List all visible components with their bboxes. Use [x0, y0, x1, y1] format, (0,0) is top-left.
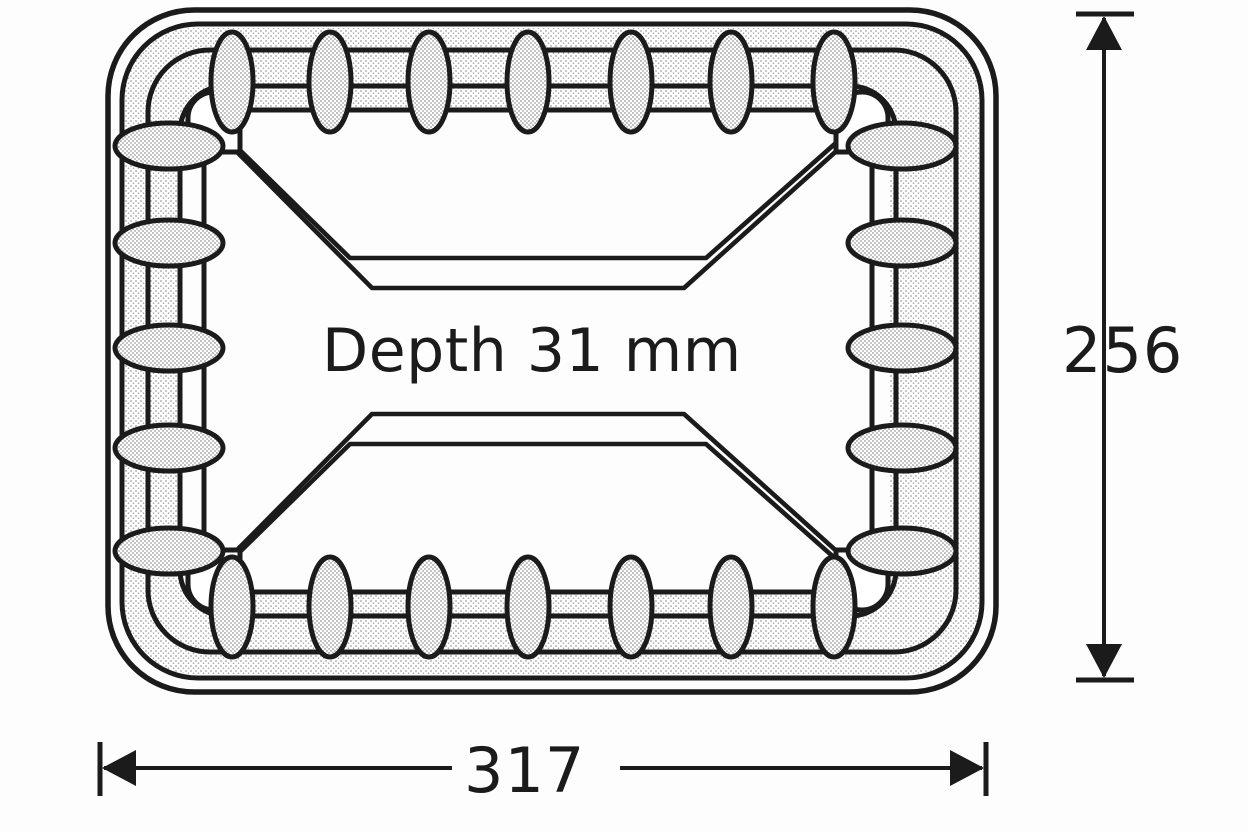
width-dimension: 317 [97, 734, 989, 807]
cavity-lower-outline [205, 411, 866, 586]
rib-right-3 [845, 322, 959, 374]
rib-right-2 [845, 217, 959, 269]
height-arrow-up-icon [1086, 16, 1122, 50]
rib-left-3 [112, 322, 226, 374]
left-rib-group [112, 120, 226, 577]
cavity-upper-outline [205, 116, 866, 291]
rib-left-5 [112, 525, 226, 577]
rib-top-4 [504, 29, 552, 135]
tray-outer-contour [105, 7, 999, 695]
height-dimension-label: 256 [1062, 314, 1183, 387]
rib-top-6 [707, 29, 755, 135]
width-dimension-label: 317 [464, 734, 585, 807]
rib-top-2 [306, 29, 354, 135]
height-dimension: 256 [1062, 11, 1183, 683]
rib-bottom-4 [504, 554, 552, 660]
top-rib-group [208, 29, 858, 135]
rib-bottom-6 [707, 554, 755, 660]
rib-left-1 [112, 120, 226, 172]
rib-bottom-3 [405, 554, 453, 660]
rib-bottom-5 [607, 554, 655, 660]
rib-left-4 [112, 422, 226, 474]
rib-top-3 [405, 29, 453, 135]
rib-right-4 [845, 422, 959, 474]
width-arrow-right-icon [950, 750, 984, 786]
bottom-rib-group [208, 554, 858, 660]
rib-bottom-1 [208, 554, 256, 660]
depth-label: Depth 31 mm [322, 316, 742, 386]
height-arrow-down-icon [1086, 644, 1122, 678]
rib-bottom-2 [306, 554, 354, 660]
rib-left-2 [112, 217, 226, 269]
rib-top-5 [607, 29, 655, 135]
rib-bottom-7 [810, 554, 858, 660]
rib-top-7 [810, 29, 858, 135]
width-arrow-left-icon [102, 750, 136, 786]
rib-top-1 [208, 29, 256, 135]
right-rib-group [845, 120, 959, 577]
rib-right-1 [845, 120, 959, 172]
rib-right-5 [845, 525, 959, 577]
